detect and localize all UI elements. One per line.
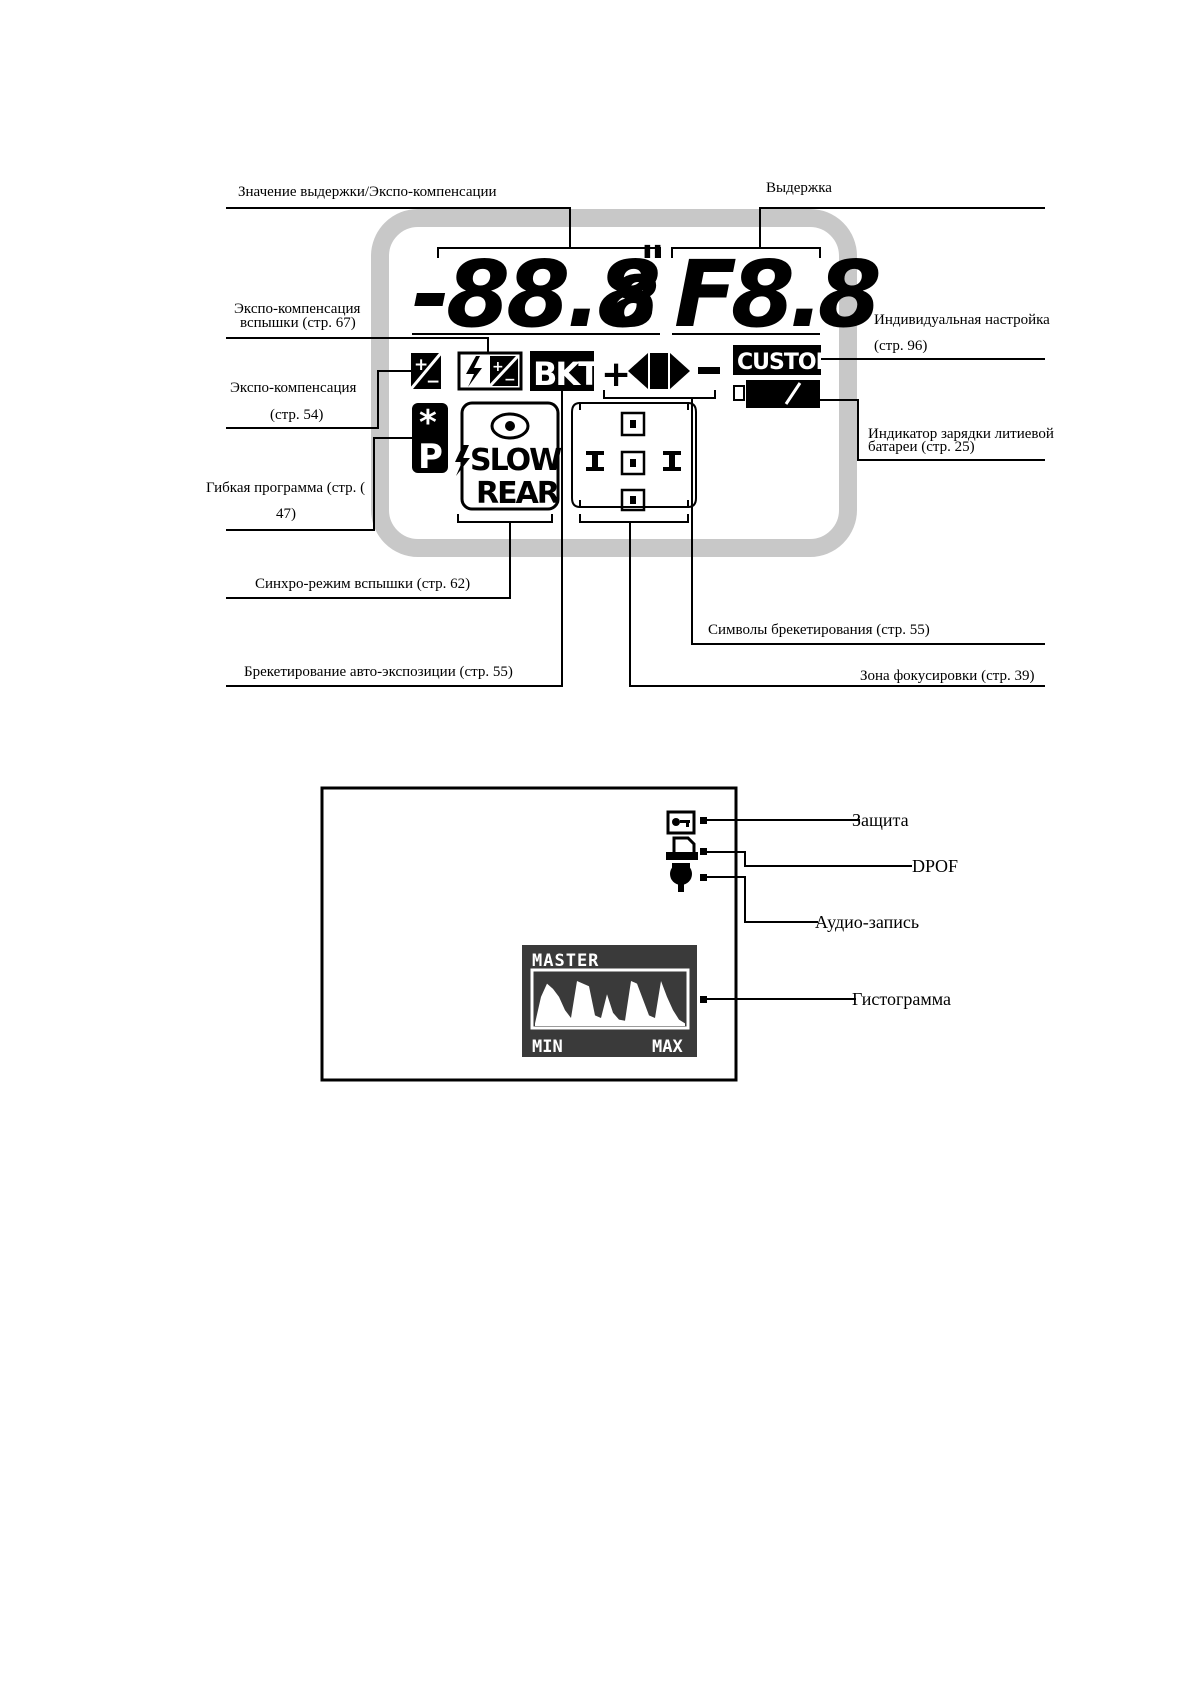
callout-shutter-value (226, 207, 571, 248)
playback-diagram: MASTER MIN MAX Защита DPOF Аудио-запись … (320, 786, 958, 1082)
callout-flexible (226, 437, 412, 531)
shutter-sub-digit: 8 (610, 261, 659, 343)
seconds-mark: " (640, 236, 665, 292)
shutter-digits: -88.8 (412, 241, 658, 348)
custom-indicator: CUSTOM (733, 345, 837, 375)
bkt-indicator: BKT (530, 351, 602, 393)
svg-text:+: + (414, 355, 428, 375)
label-shutter: Выдержка (766, 180, 832, 196)
label-audio: Аудио-запись (815, 912, 919, 932)
battery-icon (733, 380, 820, 408)
label-battery-2: батареи (стр. 25) (868, 439, 975, 455)
callout-exp-comp (226, 370, 411, 429)
svg-text:−: − (504, 372, 516, 388)
label-battery-1: Индикатор зарядки литиевой (868, 426, 1054, 442)
svg-text:−: − (426, 372, 440, 392)
label-flexible-program-1: Гибкая программа (стр. ( (206, 480, 365, 496)
shutter-bracket (671, 247, 821, 258)
svg-text:P: P (418, 437, 443, 477)
label-dpof: DPOF (912, 856, 958, 876)
lcd-diagram: -88.8 8 " F8.8 + − + − BKT + CUSTOM (206, 180, 1054, 687)
exposure-compensation-icon: + − (409, 352, 443, 392)
callout-bracketing (691, 398, 1045, 645)
callout-focus (629, 522, 1045, 687)
flash-sync-box: SLOW REAR (455, 401, 564, 523)
callout-flash-sync (226, 522, 511, 599)
label-protect: Защита (852, 810, 909, 830)
focus-area-box (571, 402, 697, 523)
svg-text:REAR: REAR (476, 476, 560, 511)
dpof-icon (666, 836, 698, 860)
histogram-panel: MASTER MIN MAX (522, 945, 697, 1057)
histogram-area (535, 981, 685, 1026)
histogram-graph-frame (530, 968, 690, 1030)
callout-dpof (707, 851, 912, 867)
histogram-min-label: MIN (532, 1037, 563, 1057)
bracket-plus-sign: + (601, 354, 631, 395)
label-flash-exp-comp-2: вспышки (стр. 67) (240, 315, 356, 331)
label-aeb: Брекетирование авто-экспозиции (стр. 55) (244, 664, 513, 680)
label-flash-exp-comp-1: Экспо-компенсация (234, 301, 360, 317)
callout-flash-comp (226, 337, 489, 353)
callout-audio (707, 876, 818, 923)
playback-screen-frame (320, 786, 738, 1082)
label-custom-setting-1: Индивидуальная настройка (874, 312, 1050, 328)
aperture-digits: F8.8 (674, 241, 879, 348)
protect-icon (666, 810, 696, 835)
label-flash-sync: Синхро-режим вспышки (стр. 62) (255, 576, 470, 592)
flash-compensation-icon: + − (457, 351, 523, 391)
callout-aeb (226, 391, 563, 687)
label-shutter-value-exp-comp: Значение выдержки/Экспо-компенсации (238, 184, 497, 200)
svg-text:*: * (419, 403, 437, 443)
callout-shutter (759, 207, 1045, 248)
svg-text:+: + (492, 359, 504, 375)
audio-icon (670, 863, 692, 892)
label-exp-comp-1: Экспо-компенсация (230, 380, 356, 396)
callout-battery (820, 399, 1045, 461)
label-flexible-program-2: 47) (276, 506, 296, 522)
bracketing-symbols: + (601, 353, 720, 399)
label-histogram: Гистограмма (852, 989, 951, 1009)
svg-text:BKT: BKT (533, 355, 600, 393)
label-custom-setting-2: (стр. 96) (874, 338, 927, 354)
shutter-value-bracket (437, 247, 661, 258)
svg-text:SLOW: SLOW (470, 443, 562, 478)
label-focus-area: Зона фокусировки (стр. 39) (860, 668, 1034, 684)
histogram-master-label: MASTER (532, 951, 599, 971)
label-bracketing-symbols: Символы брекетирования (стр. 55) (708, 622, 930, 638)
label-exp-comp-2: (стр. 54) (270, 407, 323, 423)
lcd-frame (371, 209, 857, 557)
svg-text:CUSTOM: CUSTOM (737, 350, 836, 375)
histogram-max-label: MAX (652, 1037, 683, 1057)
flexible-program-icon: * P (412, 403, 448, 477)
